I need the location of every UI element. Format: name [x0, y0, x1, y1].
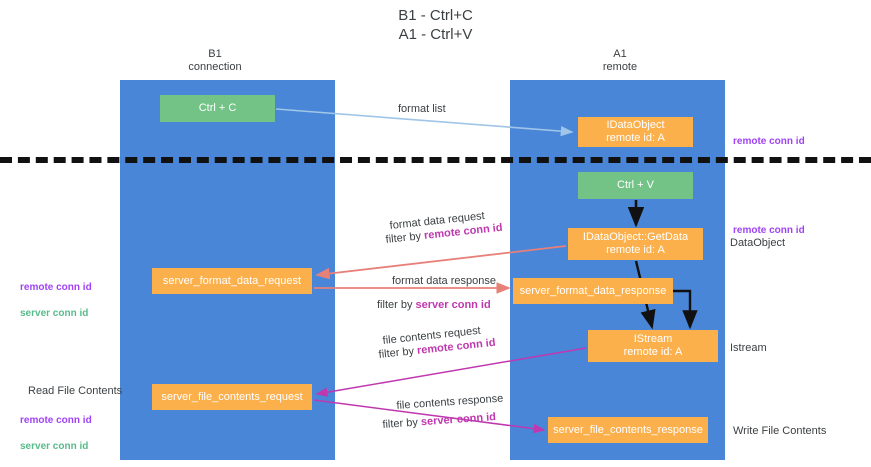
node-server-file-contents-response[interactable]: server_file_contents_response	[548, 417, 708, 443]
remote-conn-id-text: remote conn id	[733, 225, 805, 236]
annotation-remote-conn-id-mid: remote conn id	[733, 211, 805, 237]
filter-prefix: filter by	[377, 299, 416, 311]
node-server-format-data-response[interactable]: server_format_data_response	[513, 278, 673, 304]
annotation-remote-conn-id-top: remote conn id	[733, 122, 805, 148]
node-idataobject-getdata[interactable]: IDataObject::GetData remote id: A	[568, 228, 703, 260]
node-ctrl-v[interactable]: Ctrl + V	[578, 172, 693, 199]
annotation-conn-ids-left-mid: remote conn id server conn id	[20, 268, 92, 333]
remote-conn-id-text: remote conn id	[20, 282, 92, 293]
node-server-format-data-request[interactable]: server_format_data_request	[152, 268, 312, 294]
server-conn-id-text: server conn id	[20, 441, 89, 452]
remote-conn-id-text: remote conn id	[20, 415, 92, 426]
page-title: B1 - Ctrl+C A1 - Ctrl+V	[398, 7, 473, 43]
remote-conn-id-text: remote conn id	[733, 136, 805, 147]
filter-prefix: filter by	[385, 229, 425, 246]
lane-header-b1: B1 connection	[188, 48, 242, 73]
label-istream: Istream	[730, 342, 767, 354]
edge-label-format-data-response-filter: filter by server conn id	[377, 298, 491, 312]
label-read-file-contents: Read File Contents	[28, 385, 123, 397]
filter-prefix: filter by	[378, 344, 418, 361]
server-conn-id-text: server conn id	[20, 308, 89, 319]
filter-key-server-conn-id: server conn id	[415, 299, 491, 311]
label-write-file-contents: Write File Contents	[733, 425, 827, 437]
phase-separator	[0, 157, 871, 163]
lane-header-a1: A1 remote	[602, 48, 638, 73]
node-server-file-contents-request[interactable]: server_file_contents_request	[152, 384, 312, 410]
node-istream[interactable]: IStream remote id: A	[588, 330, 718, 362]
label-dataobject: DataObject	[730, 237, 786, 249]
node-ctrl-c[interactable]: Ctrl + C	[160, 95, 275, 122]
filter-prefix: filter by	[382, 416, 422, 431]
annotation-conn-ids-left-bottom: remote conn id server conn id	[20, 401, 92, 466]
edge-label-format-data-response: format data response	[392, 275, 496, 287]
edge-label-file-contents-response-filter: filter by server conn id	[382, 410, 496, 432]
filter-key-server-conn-id: server conn id	[420, 411, 497, 429]
node-idataobject[interactable]: IDataObject remote id: A	[578, 117, 693, 147]
edge-label-format-list: format list	[398, 103, 446, 115]
